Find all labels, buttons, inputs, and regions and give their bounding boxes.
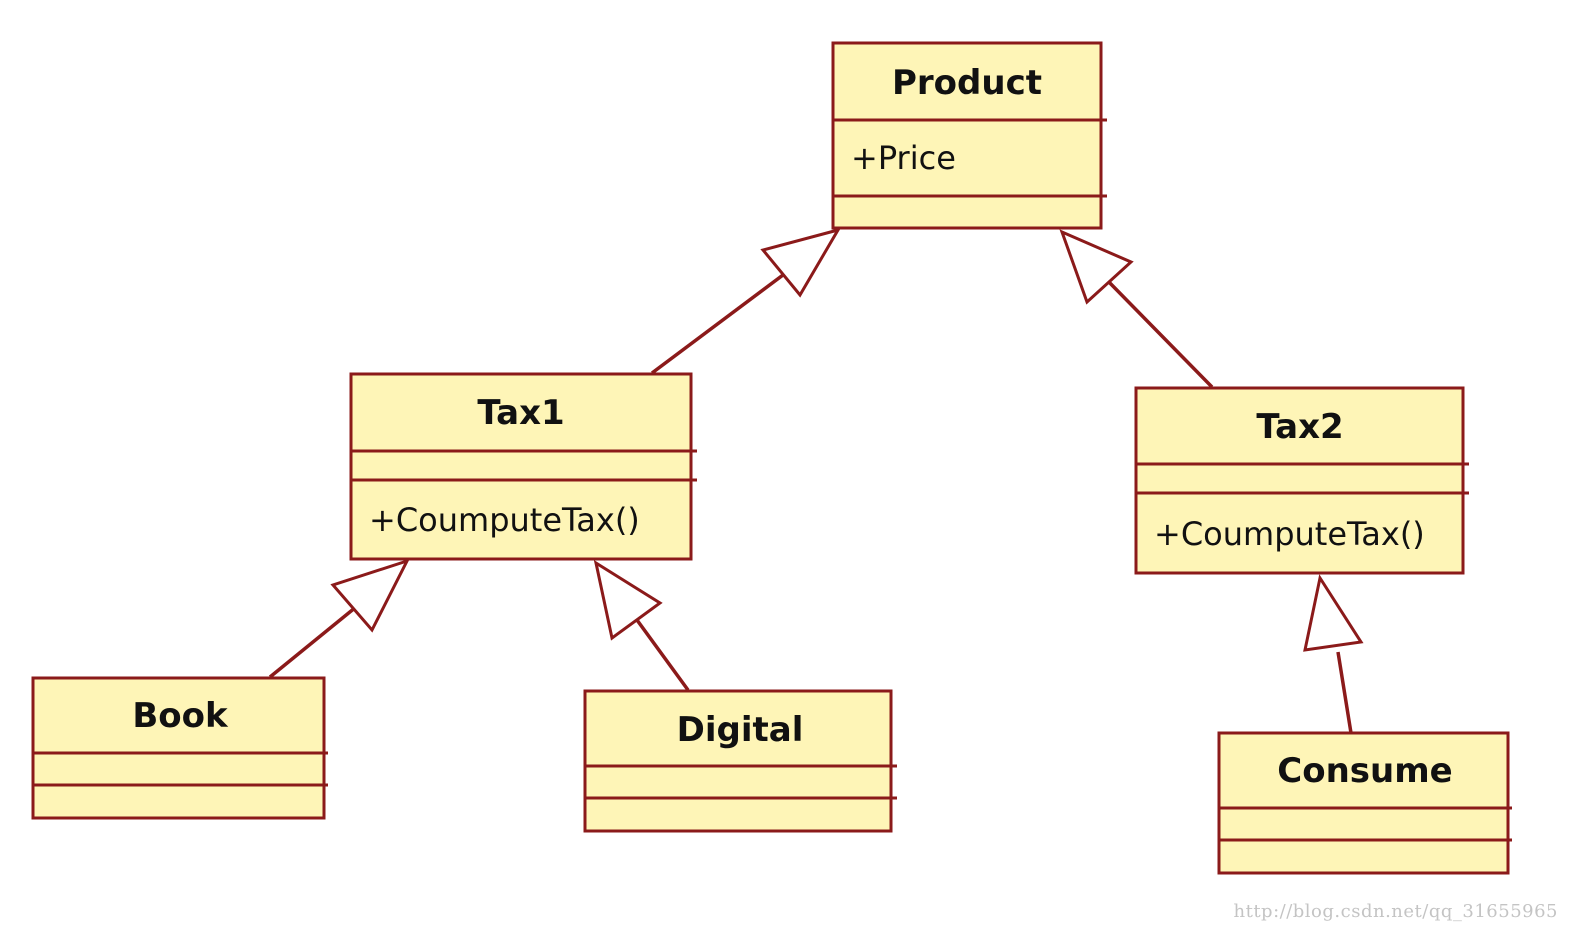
class-consume[interactable]: Consume (1217, 731, 1512, 875)
class-digital[interactable]: Digital (583, 689, 897, 833)
inheritance-arrowhead (1303, 574, 1364, 652)
inheritance-arrowhead (330, 558, 410, 633)
watermark: http://blog.csdn.net/qq_31655965 (1233, 901, 1558, 922)
class-book[interactable]: Book (31, 676, 328, 820)
class-tax1[interactable]: Tax1 +CoumputeTax() (349, 372, 697, 561)
class-method: +CoumputeTax() (369, 501, 640, 539)
class-tax2[interactable]: Tax2 +CoumputeTax() (1134, 386, 1469, 575)
class-name: Tax2 (1256, 407, 1343, 447)
class-product[interactable]: Product +Price (831, 41, 1107, 230)
class-attribute: +Price (851, 139, 956, 177)
inheritance-arrowhead (593, 559, 663, 641)
inheritance-digital-to-tax1 (593, 559, 690, 692)
inheritance-tax2-to-product (1059, 229, 1214, 389)
class-name: Tax1 (477, 393, 564, 433)
class-name: Product (892, 63, 1042, 103)
inheritance-consume-to-tax2 (1303, 574, 1364, 734)
inheritance-tax1-to-product (650, 227, 842, 375)
inheritance-book-to-tax1 (268, 558, 410, 679)
inheritance-arrowhead (760, 227, 842, 298)
inheritance-arrowhead (1059, 229, 1134, 305)
class-name: Book (132, 696, 229, 736)
class-name: Consume (1277, 751, 1452, 791)
class-method: +CoumputeTax() (1154, 515, 1425, 553)
class-name: Digital (677, 710, 804, 750)
